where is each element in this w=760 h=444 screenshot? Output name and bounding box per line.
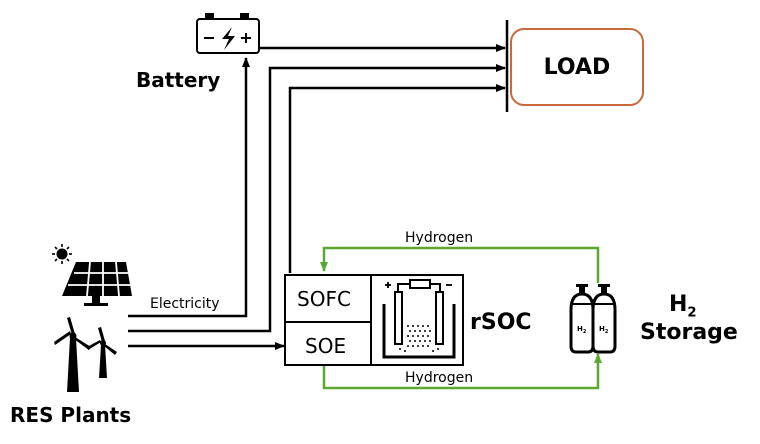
svg-text:H2: H2 — [577, 325, 587, 335]
battery-label: Battery — [136, 68, 221, 92]
rsoc-box — [284, 274, 464, 366]
sun-icon — [52, 244, 72, 264]
storage-label: Storage — [640, 320, 738, 345]
soe-to-storage-line — [322, 353, 602, 390]
hydrogen-bottom-label: Hydrogen — [405, 370, 474, 386]
electrolysis-cell-icon — [382, 279, 456, 359]
hydrogen-top-label: Hydrogen — [405, 230, 474, 246]
hydrogen-lines — [320, 246, 602, 390]
load-label: LOAD — [543, 54, 611, 80]
svg-text:H2: H2 — [599, 325, 609, 335]
electricity-label: Electricity — [150, 296, 220, 312]
rsoc-label: rSOC — [470, 310, 532, 335]
solar-panel-icon — [62, 261, 132, 306]
soe-label: SOE — [305, 334, 347, 358]
wind-turbine-icon — [54, 317, 117, 392]
sofc-label: SOFC — [297, 287, 351, 311]
rsoc-to-load-line — [288, 84, 506, 273]
res-to-battery-line — [128, 57, 250, 318]
res-plants-label: RES Plants — [10, 403, 132, 427]
load-box: LOAD — [510, 28, 644, 106]
electric-lines — [128, 44, 506, 350]
res-to-load-line — [128, 64, 506, 333]
h2-tank-icon: H2 H2 — [569, 284, 617, 354]
storage-to-sofc-line — [320, 246, 600, 283]
battery-icon — [196, 13, 260, 54]
h2-label: H2 — [669, 292, 697, 321]
